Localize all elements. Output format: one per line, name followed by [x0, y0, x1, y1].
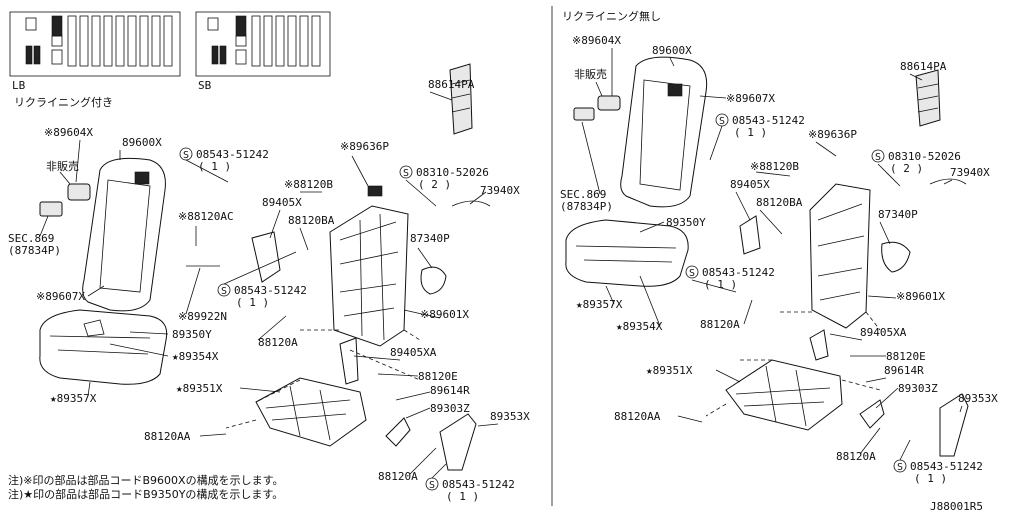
r-label-89353x: 89353X: [958, 392, 998, 405]
label-hihanbai: 非販売: [46, 160, 79, 173]
variant-legend-sb: [195, 11, 331, 77]
label-89922n: ※89922N: [178, 310, 227, 323]
r-label-08543-a-qty: ( 1 ): [734, 126, 767, 139]
r-label-73940x: 73940X: [950, 166, 990, 179]
legend-sb-label: SB: [198, 79, 212, 92]
left-seat-back: [39, 157, 166, 312]
right-seat-frame: [739, 183, 911, 329]
r-label-89350y: 89350Y: [666, 216, 706, 229]
note-line-1: 注)※印の部品は部品コードB9600Xの構成を示します。: [8, 473, 283, 487]
r-label-08543-c-qty: ( 1 ): [914, 472, 947, 485]
r-label-89636p: ※89636P: [808, 128, 857, 141]
screw-symbol-1: S: [183, 150, 189, 161]
label-89607x: ※89607X: [36, 290, 85, 303]
screw-symbol-2: S: [403, 168, 409, 179]
right-panel-title: リクライニング無し: [562, 9, 661, 23]
r-label-89405xa: 89405XA: [860, 326, 907, 339]
label-88120b: ※88120B: [284, 178, 333, 191]
note-line-2: 注)★印の部品は部品コードB9350Yの構成を示します。: [8, 487, 283, 501]
label-89600x: 89600X: [122, 136, 162, 149]
label-89405x: 89405X: [262, 196, 302, 209]
label-08310-qty: ( 2 ): [418, 178, 451, 191]
label-89351x: ★89351X: [176, 382, 223, 395]
label-sec869-ref: (87834P): [8, 244, 61, 257]
r-label-89614r: 89614R: [884, 364, 924, 377]
r-screw-symbol-2: S: [875, 152, 881, 163]
label-88120e: 88120E: [418, 370, 458, 383]
label-88120aa: 88120AA: [144, 430, 191, 443]
r-label-89351x: ★89351X: [646, 364, 693, 377]
r-label-89607x: ※89607X: [726, 92, 775, 105]
r-label-87340p: 87340P: [878, 208, 918, 221]
r-screw-symbol-1: S: [719, 116, 725, 127]
r-label-88120a: 88120A: [700, 318, 740, 331]
r-label-88120b: ※88120B: [750, 160, 799, 173]
label-89303z: 89303Z: [430, 402, 470, 415]
r-screw-symbol-3: S: [689, 268, 695, 279]
label-08543-a-qty: ( 1 ): [198, 160, 231, 173]
label-sec869: SEC.869: [8, 232, 54, 245]
left-seat-cushion: [39, 309, 168, 385]
left-part-labels: ※89604X 89600X 非販売 SEC.869 (87834P) ※896…: [8, 78, 530, 503]
r-screw-symbol-4: S: [897, 462, 903, 473]
label-08543-b-qty: ( 1 ): [236, 296, 269, 309]
r-label-08543-a: 08543-51242: [732, 114, 805, 127]
label-88120ba: 88120BA: [288, 214, 335, 227]
r-label-89405x: 89405X: [730, 178, 770, 191]
r-label-hihanbai: 非販売: [574, 68, 607, 81]
right-seat-cushion: [565, 219, 689, 287]
r-label-sec869-ref: (87834P): [560, 200, 613, 213]
label-08543-a: 08543-51242: [196, 148, 269, 161]
r-label-89600x: 89600X: [652, 44, 692, 57]
r-label-89601x: ※89601X: [896, 290, 945, 303]
variant-legend-lb: [9, 11, 181, 77]
label-89357x: ★89357X: [50, 392, 97, 405]
label-88120a-b: 88120A: [378, 470, 418, 483]
left-seat-base: [186, 63, 491, 471]
label-89405xa: 89405XA: [390, 346, 437, 359]
label-08310: 08310-52026: [416, 166, 489, 179]
r-label-sec869: SEC.869: [560, 188, 606, 201]
r-label-08310-qty: ( 2 ): [890, 162, 923, 175]
diagram-id: J88001R5: [930, 500, 983, 512]
right-seat-base: [725, 69, 969, 457]
r-label-08543-b: 08543-51242: [702, 266, 775, 279]
r-label-88120aa: 88120AA: [614, 410, 661, 423]
r-label-89354x: ★89354X: [616, 320, 663, 333]
left-panel-title: リクライニング付き: [14, 95, 113, 109]
label-08543-c-qty: ( 1 ): [446, 490, 479, 503]
r-label-08543-c: 08543-51242: [910, 460, 983, 473]
r-label-89357x: ★89357X: [576, 298, 623, 311]
r-label-88120ba: 88120BA: [756, 196, 803, 209]
r-label-88120a-b: 88120A: [836, 450, 876, 463]
label-89354x: ★89354X: [172, 350, 219, 363]
left-seat-frame: [329, 185, 447, 347]
label-88614pa: 88614PA: [428, 78, 475, 91]
r-label-88614pa: 88614PA: [900, 60, 947, 73]
r-label-88120de: 88120E: [886, 350, 926, 363]
label-08543-b: 08543-51242: [234, 284, 307, 297]
screw-symbol-3: S: [221, 286, 227, 297]
label-89604x: ※89604X: [44, 126, 93, 139]
label-89353x: 89353X: [490, 410, 530, 423]
label-88120a: 88120A: [258, 336, 298, 349]
label-89601x: ※89601X: [420, 308, 469, 321]
r-label-89303z: 89303Z: [898, 382, 938, 395]
label-89350y: 89350Y: [172, 328, 212, 341]
label-73940x: 73940X: [480, 184, 520, 197]
legend-lb-label: LB: [12, 79, 26, 92]
r-label-89604x: ※89604X: [572, 34, 621, 47]
label-08543-c: 08543-51242: [442, 478, 515, 491]
label-88120ac: ※88120AC: [178, 210, 234, 223]
label-87340p: 87340P: [410, 232, 450, 245]
screw-symbol-4: S: [429, 480, 435, 491]
r-label-08543-b-qty: ( 1 ): [704, 278, 737, 291]
label-89636p: ※89636P: [340, 140, 389, 153]
r-label-08310: 08310-52026: [888, 150, 961, 163]
right-seat-back: [573, 56, 708, 208]
label-89614r: 89614R: [430, 384, 470, 397]
